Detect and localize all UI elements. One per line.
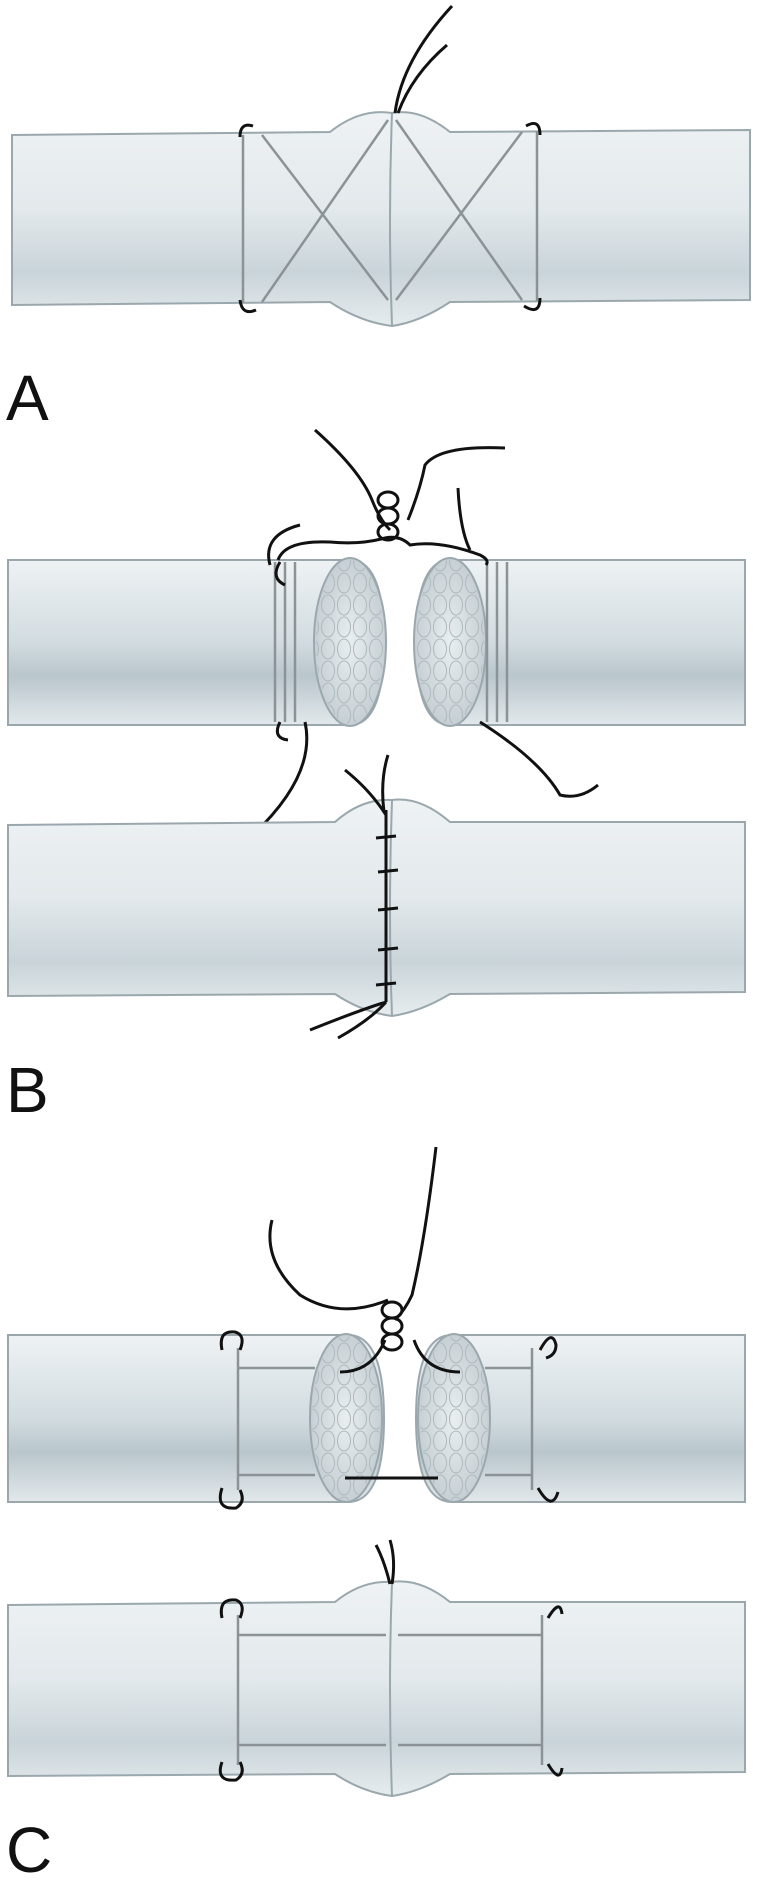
panel-label-b: B — [6, 1054, 49, 1126]
fascicles-left-c — [312, 1336, 380, 1500]
running-suture-b — [309, 754, 399, 1040]
fascicles-right-b — [416, 560, 484, 724]
tendon-stump-left-c — [7, 1334, 386, 1503]
tendon-repaired-a — [11, 111, 751, 328]
fascicles-right-c — [420, 1336, 488, 1500]
tendon-stump-right-c — [414, 1334, 746, 1503]
suture-loops-lower-c — [218, 1598, 564, 1782]
suture-bands-b — [273, 562, 509, 722]
repair-junction-a — [389, 112, 393, 327]
panel-c: C — [6, 1146, 746, 1883]
knot-tails-c — [374, 1539, 396, 1585]
tendon-repaired-b — [7, 798, 746, 1018]
panel-label-c: C — [6, 1814, 52, 1883]
fascicles-left-b — [316, 560, 384, 724]
knot-tails-a — [393, 4, 454, 114]
suture-strands-b — [209, 428, 599, 872]
core-suture-lower-c — [236, 1615, 544, 1765]
suture-loops-a — [238, 122, 542, 314]
tendon-repaired-c — [7, 1580, 746, 1798]
panel-label-a: A — [6, 362, 49, 434]
repair-junction-c — [389, 1581, 393, 1797]
suture-loops-c — [218, 1330, 560, 1510]
core-suture-c — [236, 1348, 534, 1490]
panel-b: B — [6, 428, 746, 1126]
core-suture-a — [241, 119, 539, 303]
suture-strands-c — [268, 1146, 461, 1480]
panel-a: A — [6, 4, 751, 434]
